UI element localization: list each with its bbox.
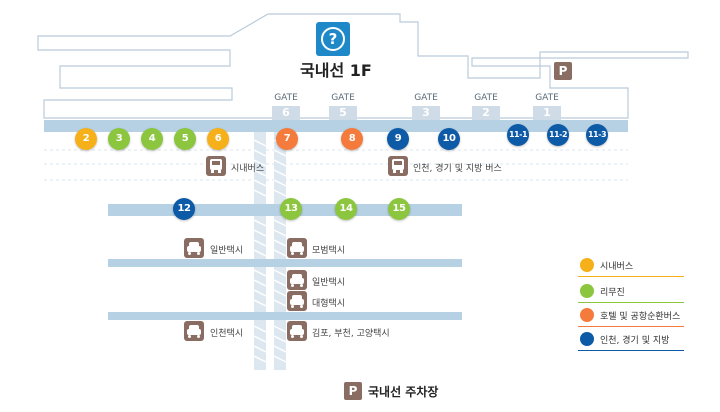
taxi-model-label: 모범택시 — [312, 246, 346, 256]
legend-item-limousine: 리무진 — [578, 284, 684, 303]
gate-label: GATE — [274, 93, 298, 103]
stop-10[interactable]: 10 — [438, 128, 460, 150]
gate-3: GATE 3 — [412, 93, 440, 120]
road-3 — [108, 259, 462, 267]
legend-label: 리무진 — [600, 288, 625, 298]
taxi-general-label: 일반택시 — [210, 246, 244, 256]
stop-5[interactable]: 5 — [174, 128, 196, 150]
stop-13[interactable]: 13 — [280, 198, 302, 220]
stop-11-1[interactable]: 11-1 — [507, 124, 529, 146]
taxi-icon — [287, 238, 307, 258]
stop-12[interactable]: 12 — [173, 198, 195, 220]
taxi-gimpo-label: 김포, 부천, 고양택시 — [312, 329, 390, 339]
bus-icon — [388, 156, 408, 176]
legend-item-incheon: 인천, 경기 및 지방 — [578, 332, 684, 351]
taxi-icon — [287, 270, 307, 290]
stop-15[interactable]: 15 — [388, 198, 410, 220]
lane-lines — [44, 149, 628, 181]
stop-11-3[interactable]: 11-3 — [586, 124, 608, 146]
gate-number: 2 — [472, 106, 500, 120]
stop-3[interactable]: 3 — [108, 128, 130, 150]
parking-icon: P — [554, 62, 572, 80]
legend-dot — [580, 332, 594, 346]
gate-number: 1 — [533, 106, 561, 120]
taxi-large-label: 대형택시 — [312, 299, 346, 309]
terminal-outline — [37, 13, 689, 119]
legend-dot — [580, 258, 594, 272]
taxi-general-2-label: 일반택시 — [312, 278, 346, 288]
stop-6[interactable]: 6 — [207, 128, 229, 150]
stop-7[interactable]: 7 — [276, 128, 298, 150]
gate-number: 5 — [329, 106, 357, 120]
parking-icon: P — [344, 382, 362, 400]
stop-9[interactable]: 9 — [387, 128, 409, 150]
gate-5: GATE 5 — [329, 93, 357, 120]
stop-4[interactable]: 4 — [141, 128, 163, 150]
legend-label: 시내버스 — [600, 262, 634, 272]
legend-label: 인천, 경기 및 지방 — [600, 336, 670, 346]
main-road — [44, 120, 628, 132]
bus-icon — [206, 156, 226, 176]
taxi-icon — [184, 321, 204, 341]
stop-8[interactable]: 8 — [341, 128, 363, 150]
legend-item-city-bus: 시내버스 — [578, 258, 684, 277]
gate-2: GATE 2 — [472, 93, 500, 120]
taxi-icon — [184, 238, 204, 258]
taxi-incheon-label: 인천택시 — [210, 329, 244, 339]
legend-label: 호텔 및 공항순환버스 — [600, 312, 681, 322]
gate-label: GATE — [414, 93, 438, 103]
stop-11-2[interactable]: 11-2 — [547, 124, 569, 146]
city-bus-label: 시내버스 — [231, 164, 265, 174]
gate-label: GATE — [474, 93, 498, 103]
gate-6: GATE 6 — [272, 93, 300, 120]
stop-2[interactable]: 2 — [75, 128, 97, 150]
legend-dot — [580, 284, 594, 298]
incheon-bus-label: 인천, 경기 및 지방 버스 — [413, 164, 502, 174]
gate-1: GATE 1 — [533, 93, 561, 120]
gate-label: GATE — [331, 93, 355, 103]
legend-dot — [580, 308, 594, 322]
taxi-icon — [287, 291, 307, 311]
road-4 — [108, 312, 462, 320]
stop-14[interactable]: 14 — [335, 198, 357, 220]
parking-label: 국내선 주차장 — [368, 385, 439, 399]
question-mark-icon: ? — [316, 22, 350, 56]
gate-number: 6 — [272, 106, 300, 120]
taxi-icon — [287, 321, 307, 341]
legend-item-hotel-shuttle: 호텔 및 공항순환버스 — [578, 308, 684, 327]
gate-label: GATE — [535, 93, 559, 103]
page-title: 국내선 1F — [300, 61, 372, 80]
gate-number: 3 — [412, 106, 440, 120]
crosswalk-hatch — [253, 139, 287, 363]
